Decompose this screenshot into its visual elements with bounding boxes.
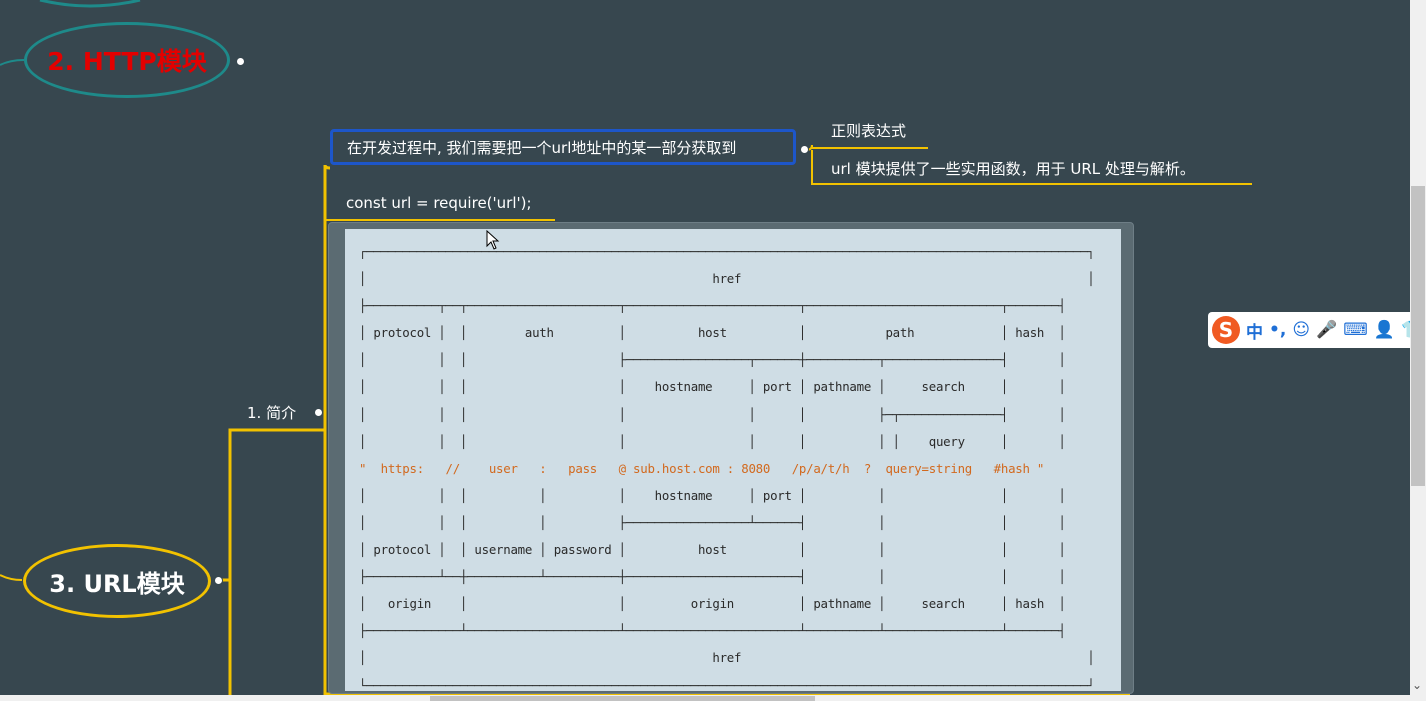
diagram-line: ├──────────┬──┬─────────────────────┬───… bbox=[359, 298, 1066, 314]
regex-topic[interactable]: 正则表达式 bbox=[831, 122, 907, 140]
diagram-line: │ href │ bbox=[359, 271, 1095, 287]
diagram-line: ┌───────────────────────────────────────… bbox=[359, 244, 1095, 259]
diagram-line: │ protocol │ │ username │ password │ hos… bbox=[359, 542, 1066, 558]
chinese-mode-icon[interactable]: 中 bbox=[1246, 322, 1263, 343]
ime-toolbar[interactable]: S 中 •, ☺ 🎤 ⌨ 👤 👕 bbox=[1208, 312, 1426, 348]
diagram-line: ├─────────────┴─────────────────────┴───… bbox=[359, 623, 1066, 639]
emoji-icon[interactable]: ☺ bbox=[1292, 320, 1311, 340]
intro-node-label[interactable]: 1. 简介 bbox=[247, 404, 297, 422]
diagram-line: │ │ │ ├─────────────────┬──────┼────────… bbox=[359, 352, 1066, 368]
diagram-example-url: " https: // user : pass @ sub.host.com :… bbox=[359, 460, 1045, 476]
url-module-label: 3. URL模块 bbox=[49, 569, 185, 598]
url-module-desc-topic[interactable]: url 模块提供了一些实用函数，用于 URL 处理与解析。 bbox=[831, 160, 1195, 178]
vertical-scroll-thumb[interactable] bbox=[1411, 186, 1425, 486]
collapse-toggle-url[interactable] bbox=[214, 576, 223, 585]
diagram-line: │ │ │ │ │ │ ├─┬──────────────┤ │ bbox=[359, 406, 1066, 422]
diagram-line: │ │ │ │ hostname │ port │ pathname │ sea… bbox=[359, 379, 1066, 395]
diagram-line: │ protocol │ │ auth │ host │ path │ hash… bbox=[359, 325, 1066, 341]
user-icon[interactable]: 👤 bbox=[1373, 320, 1395, 340]
diagram-line: │ href │ bbox=[359, 650, 1095, 666]
mouse-cursor-icon bbox=[486, 229, 500, 254]
http-module-node[interactable]: 2. HTTP模块 bbox=[24, 22, 230, 98]
diagram-line: │ │ │ │ │ hostname │ port │ │ │ │ bbox=[359, 487, 1066, 503]
keyboard-icon[interactable]: ⌨ bbox=[1343, 320, 1368, 340]
diagram-line: │ │ │ │ │ │ │ │ query │ │ bbox=[359, 433, 1066, 449]
diagram-line: │ │ │ │ ├─────────────────┴──────┤ │ │ │ bbox=[359, 514, 1066, 530]
url-structure-diagram: ┌───────────────────────────────────────… bbox=[345, 229, 1121, 693]
scroll-down-arrow-icon[interactable]: ⌄ bbox=[1412, 678, 1423, 692]
horizontal-scroll-thumb[interactable] bbox=[430, 696, 815, 701]
diagram-line: │ origin │ │ origin │ pathname │ search … bbox=[359, 596, 1066, 612]
diagram-line: ├──────────┴──┼──────────┴──────────┼───… bbox=[359, 569, 1066, 585]
http-module-label: 2. HTTP模块 bbox=[47, 47, 207, 76]
collapse-toggle-intro[interactable] bbox=[314, 408, 323, 417]
diagram-line: └───────────────────────────────────────… bbox=[359, 677, 1095, 693]
punctuation-icon[interactable]: •, bbox=[1269, 320, 1287, 340]
collapse-toggle-question[interactable] bbox=[800, 145, 809, 154]
collapse-toggle-http[interactable] bbox=[236, 57, 245, 66]
intro-question-topic[interactable]: 在开发过程中, 我们需要把一个url地址中的某一部分获取到 bbox=[330, 129, 796, 165]
microphone-icon[interactable]: 🎤 bbox=[1316, 320, 1338, 340]
intro-question-text: 在开发过程中, 我们需要把一个url地址中的某一部分获取到 bbox=[347, 138, 737, 157]
url-module-node[interactable]: 3. URL模块 bbox=[23, 544, 211, 618]
const-require-topic[interactable]: const url = require('url'); bbox=[346, 194, 532, 212]
sogou-logo-icon[interactable]: S bbox=[1212, 316, 1240, 344]
